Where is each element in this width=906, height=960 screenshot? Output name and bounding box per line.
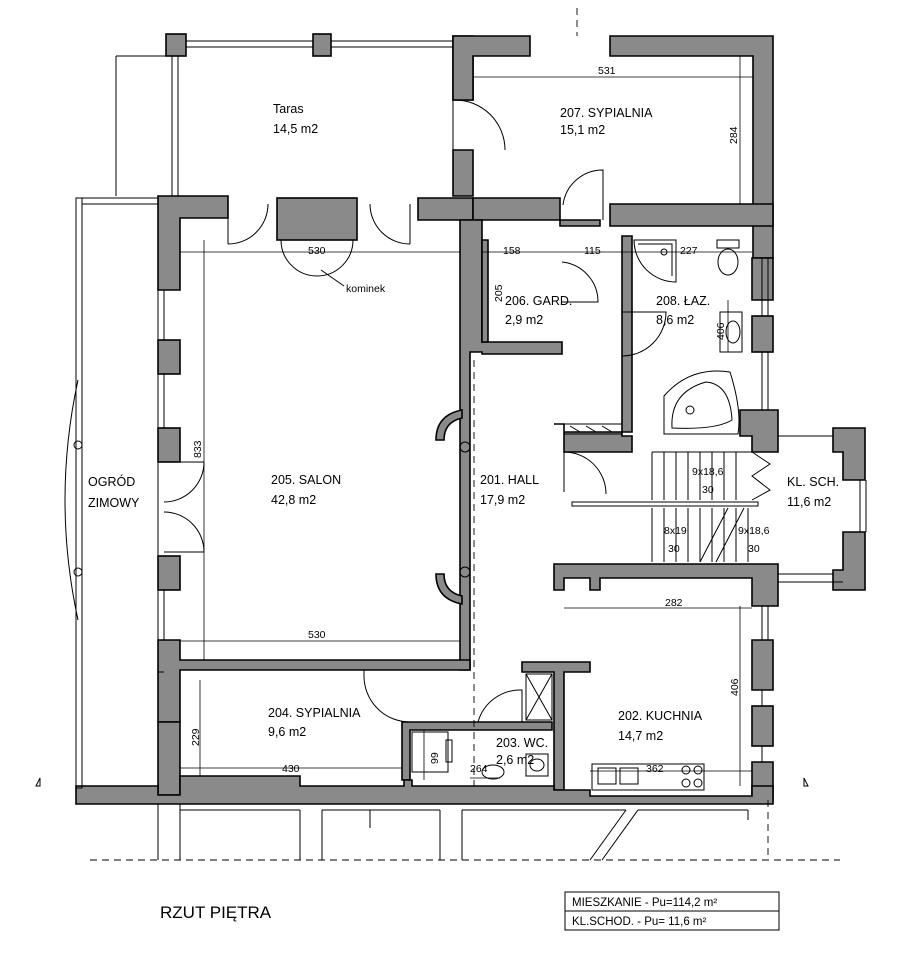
room-203-name: 203. WC. [496, 736, 548, 750]
dim-530-bottom: 530 [308, 629, 326, 641]
lower-floor-outline [157, 804, 749, 861]
right-facade [761, 258, 867, 762]
room-205-name: 205. SALON [271, 473, 341, 487]
stair-1-size: 9x18,6 [692, 466, 724, 478]
walls [75, 35, 866, 805]
dim-264: 264 [470, 763, 488, 775]
dim-284: 284 [728, 126, 740, 144]
stair-3-size: 9x18,6 [738, 525, 770, 537]
room-206-name: 206. GARD. [505, 294, 572, 308]
dim-406-bath: 406 [715, 322, 727, 340]
dimension-lines [180, 56, 753, 786]
terrace-pillar [165, 33, 187, 57]
bathroom-door[interactable] [562, 169, 604, 220]
area-legend: MIESZKANIE - Pu=114,2 m² KL.SCHOD. - Pu=… [564, 891, 780, 931]
hall-door[interactable] [563, 451, 607, 495]
room-207-name: 207. SYPIALNIA [560, 106, 653, 120]
stairwell-name: KL. SCH. [787, 475, 839, 489]
wc-fixtures [411, 673, 553, 780]
bedroom207-door[interactable] [452, 99, 506, 151]
wardrobe-door[interactable] [561, 261, 599, 303]
stairwell-area: 11,6 m2 [787, 495, 831, 509]
room-204-area: 9,6 m2 [268, 725, 306, 739]
winter-garden-line2: ZIMOWY [88, 496, 140, 510]
winter-garden-frame [64, 197, 165, 789]
room-204-name: 204. SYPIALNIA [268, 706, 361, 720]
stair-1-depth: 30 [702, 484, 714, 496]
staircase [651, 435, 843, 583]
legend-row-stairwell: KL.SCHOD. - Pu= 11,6 m² [572, 916, 706, 928]
toilet-icon [716, 239, 740, 276]
dim-158: 158 [503, 245, 521, 257]
stair-2-depth: 30 [668, 543, 680, 555]
sink-icon [719, 311, 743, 353]
salon-garden-door[interactable] [163, 461, 205, 553]
dim-205: 205 [493, 284, 505, 302]
fireplace-label: kominek [346, 283, 386, 295]
bedroom204-door[interactable] [363, 670, 411, 723]
laundry-shelf [563, 423, 623, 435]
salon-hall-opening [435, 409, 471, 605]
dim-229: 229 [190, 728, 202, 746]
wc-door[interactable] [477, 689, 523, 723]
room-207-area: 15,1 m2 [560, 123, 605, 137]
dim-406-kitchen: 406 [729, 678, 741, 696]
legend-row-apartment: MIESZKANIE - Pu=114,2 m² [572, 897, 717, 909]
room-202-area: 14,7 m2 [618, 729, 663, 743]
dim-362: 362 [646, 763, 664, 775]
room-206-area: 2,9 m2 [505, 313, 543, 327]
taras-name: Taras [273, 102, 304, 116]
dashed-lines [35, 8, 840, 861]
dim-227: 227 [680, 245, 698, 257]
dim-531: 531 [598, 65, 616, 77]
dim-99: 99 [429, 752, 441, 764]
terrace-door[interactable] [227, 203, 411, 245]
dim-282: 282 [665, 597, 683, 609]
bath-door[interactable] [621, 311, 667, 357]
winter-garden-line1: OGRÓD [88, 474, 135, 489]
fireplace [280, 239, 354, 287]
stair-2-size: 8x19 [664, 525, 687, 537]
dim-430: 430 [282, 763, 300, 775]
room-208-name: 208. ŁAZ. [656, 294, 710, 308]
plan-title: RZUT PIĘTRA [160, 903, 272, 922]
bathtub-icon [663, 370, 740, 435]
kitchen-counter [591, 763, 705, 791]
dim-115: 115 [584, 245, 601, 257]
room-201-name: 201. HALL [480, 473, 539, 487]
room-201-area: 17,9 m2 [480, 493, 525, 507]
terrace-pillar [312, 33, 332, 57]
dim-530-top: 530 [308, 245, 326, 257]
room-205-area: 42,8 m2 [271, 493, 316, 507]
room-202-name: 202. KUCHNIA [618, 709, 703, 723]
shower-icon [633, 239, 677, 283]
dim-833: 833 [192, 440, 204, 458]
taras-area: 14,5 m2 [273, 122, 318, 136]
terrace-railing [115, 40, 453, 196]
room-208-area: 8,6 m2 [656, 313, 694, 327]
stair-3-depth: 30 [748, 543, 760, 555]
room-203-area: 2,6 m2 [496, 753, 534, 767]
